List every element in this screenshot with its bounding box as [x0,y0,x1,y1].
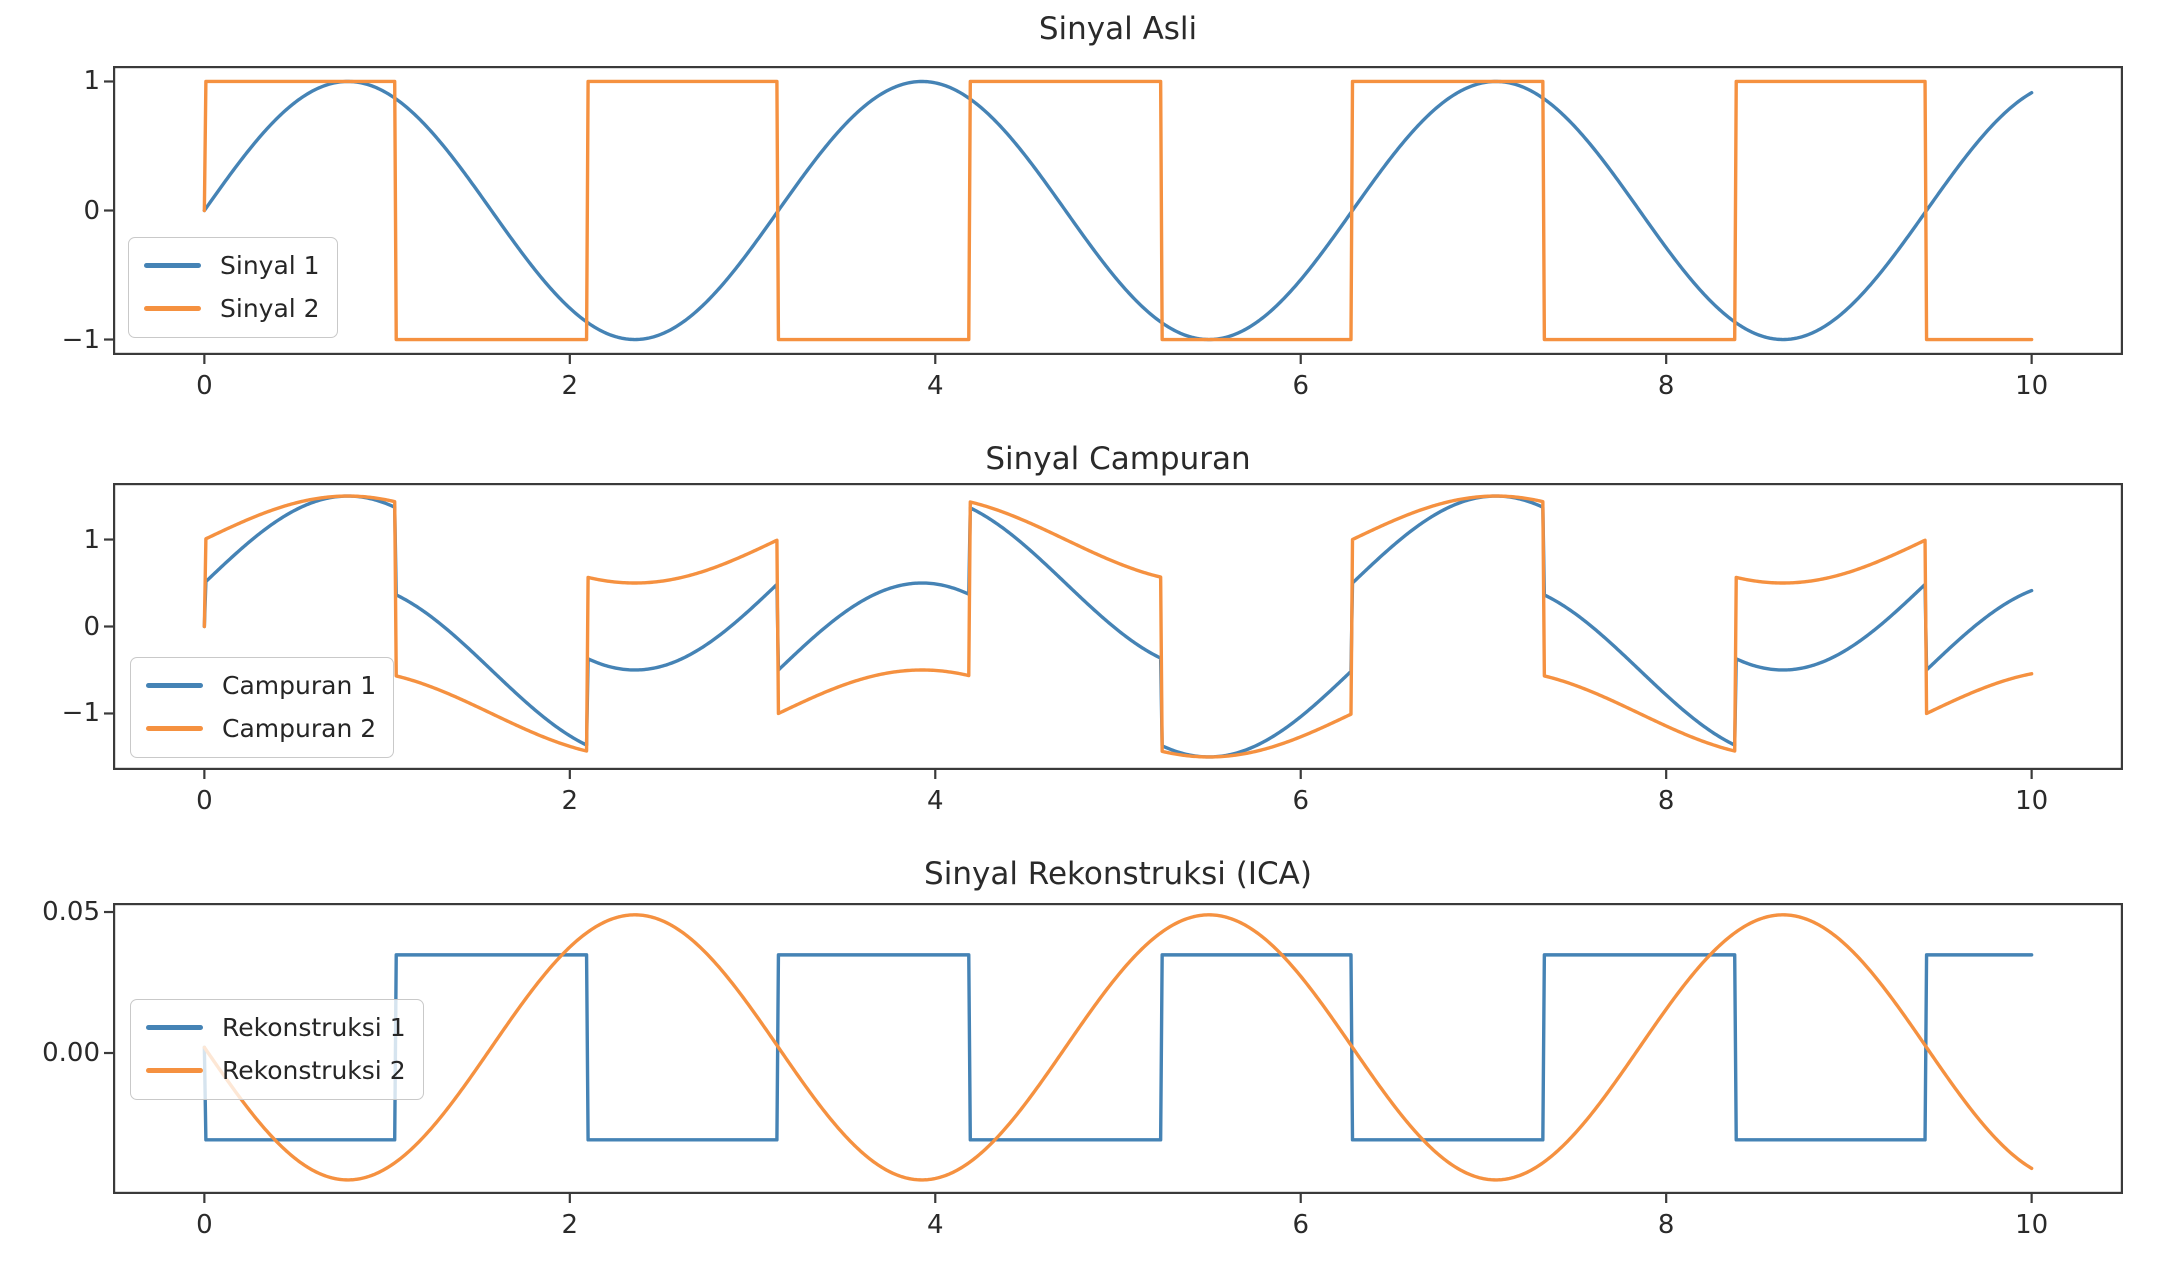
plot-title: Sinyal Asli [1038,11,1198,47]
x-tick-label: 4 [926,371,944,401]
legend-label: Sinyal 1 [220,251,320,280]
legend-line-swatch [146,726,203,732]
legend-line-swatch [146,683,203,689]
x-tick-label: 8 [1657,786,1675,816]
plot-area-svg [104,903,2124,1203]
x-tick-label: 6 [1292,1210,1309,1240]
plot-title: Sinyal Rekonstruksi (ICA) [924,856,1312,892]
y-tick-label: 0.05 [42,897,100,928]
legend-line-swatch [146,1068,203,1074]
legend-entry: Sinyal 2 [144,292,320,326]
legend-label: Rekonstruksi 1 [222,1013,406,1042]
plot-area-svg [104,66,2124,364]
y-tick-label: 0 [83,195,100,226]
x-tick-label: 10 [2015,1210,2049,1240]
series-line-campuran-2 [202,494,2034,759]
legend-line-swatch [146,1025,203,1031]
legend-entry: Campuran 1 [146,669,376,703]
x-tick-label: 10 [2015,786,2049,816]
x-tick-label: 2 [561,371,579,401]
legend-label: Sinyal 2 [220,293,320,323]
y-tick-label: 0.00 [42,1038,100,1068]
y-tick-label: 1 [83,66,100,97]
series-line-rekonstruksi-2 [202,913,2034,1182]
x-tick-label: 0 [196,371,213,401]
x-tick-label: 4 [926,786,944,816]
x-tick-label: 0 [196,786,213,816]
legend-line-swatch [144,306,201,312]
x-tick-label: 10 [2015,371,2049,401]
axes-frame [113,483,2124,770]
series-line-sinyal-2 [202,79,2034,342]
y-tick-label: −1 [61,698,100,729]
x-tick-label: 8 [1657,371,1675,401]
axes-frame [113,66,2124,355]
legend: Rekonstruksi 1 Rekonstruksi 2 [130,999,424,1100]
y-tick-label: 1 [83,524,100,555]
x-tick-label: 4 [926,1210,944,1240]
x-tick-label: 2 [561,786,579,816]
axes-frame [113,903,2124,1194]
legend-line-swatch [144,263,201,269]
y-tick-label: 0 [83,611,100,642]
x-tick-label: 6 [1292,786,1309,816]
legend-entry: Rekonstruksi 1 [146,1011,406,1045]
x-tick-label: 6 [1292,371,1309,401]
legend-label: Campuran 1 [222,671,377,700]
legend-label: Campuran 2 [222,713,377,743]
legend-entry: Sinyal 1 [144,249,320,283]
legend: Sinyal 1 Sinyal 2 [128,237,338,338]
legend-entry: Rekonstruksi 2 [146,1054,406,1088]
legend: Campuran 1 Campuran 2 [130,657,395,758]
x-tick-label: 0 [196,1210,213,1240]
legend-label: Rekonstruksi 2 [222,1055,406,1085]
series-line-rekonstruksi-1 [202,953,2034,1142]
series-line-sinyal-1 [202,79,2034,342]
series-line-campuran-1 [202,494,2034,759]
plot-area-svg [104,483,2124,779]
y-tick-label: −1 [61,324,100,355]
legend-entry: Campuran 2 [146,712,376,746]
plot-title: Sinyal Campuran [985,441,1251,477]
x-tick-label: 2 [561,1210,579,1240]
x-tick-label: 8 [1657,1210,1675,1240]
